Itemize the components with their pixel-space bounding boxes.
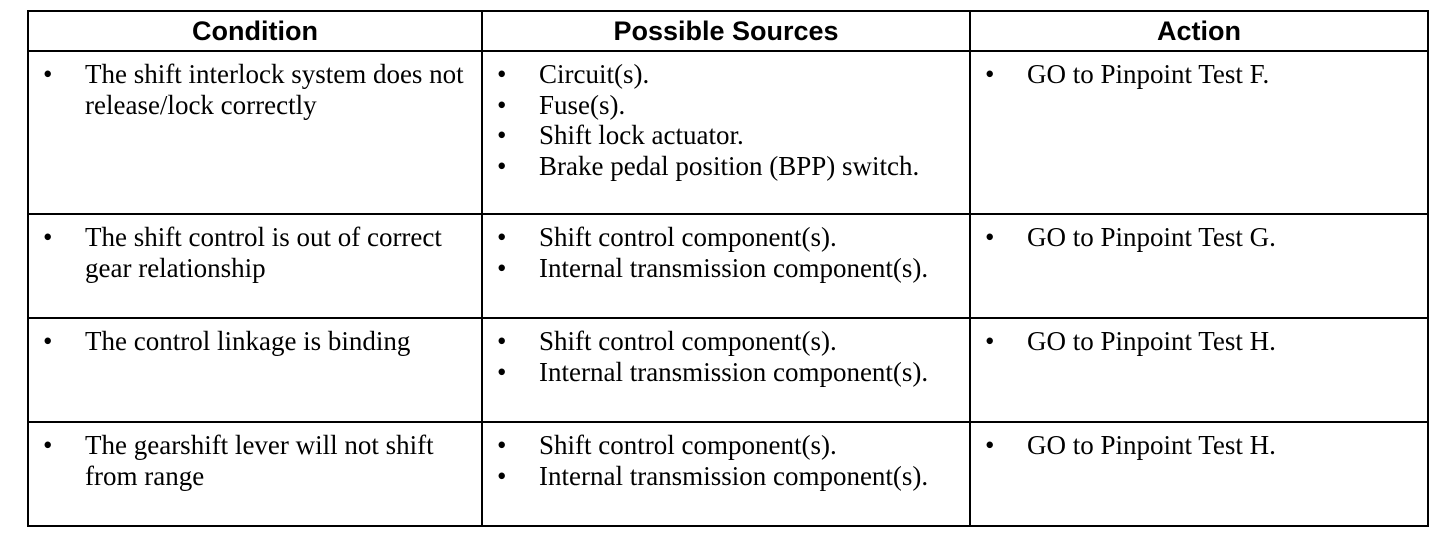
action-cell: • GO to Pinpoint Test F. xyxy=(969,50,1429,215)
list-item: • Brake pedal position (BPP) switch. xyxy=(495,151,963,182)
header-condition: Condition xyxy=(27,10,483,52)
list-item: • GO to Pinpoint Test H. xyxy=(983,430,1421,461)
bullet-icon: • xyxy=(497,356,507,387)
action-text: GO to Pinpoint Test H. xyxy=(1027,430,1276,460)
bullet-icon: • xyxy=(497,222,507,252)
source-text: Circuit(s). xyxy=(539,59,650,89)
list-item: • Shift control component(s). xyxy=(495,222,963,253)
table-row: • The control linkage is binding • Shift c… xyxy=(27,317,1429,423)
list-item: • The shift interlock system does not rel… xyxy=(41,59,475,120)
condition-text: The control linkage is binding xyxy=(85,326,411,356)
list-item: • GO to Pinpoint Test G. xyxy=(983,222,1421,253)
action-cell: • GO to Pinpoint Test H. xyxy=(969,421,1429,527)
action-cell: • GO to Pinpoint Test H. xyxy=(969,317,1429,423)
condition-cell: • The shift control is out of correct gea… xyxy=(27,213,483,319)
header-row: Condition Possible Sources Action xyxy=(27,10,1429,52)
action-text: GO to Pinpoint Test G. xyxy=(1027,222,1276,252)
diagnostic-table: Condition Possible Sources Action • The s… xyxy=(27,10,1429,527)
source-text: Shift lock actuator. xyxy=(539,120,744,150)
list-item: • Shift lock actuator. xyxy=(495,120,963,151)
bullet-icon: • xyxy=(497,430,507,460)
header-possible-sources: Possible Sources xyxy=(481,10,971,52)
sources-cell: • Shift control component(s). • Internal t… xyxy=(481,213,971,319)
list-item: • The gearshift lever will not shift from… xyxy=(41,430,475,491)
bullet-icon: • xyxy=(43,430,53,460)
bullet-icon: • xyxy=(985,59,995,89)
source-text: Internal transmission component(s). xyxy=(539,460,929,491)
source-text: Fuse(s). xyxy=(539,89,626,120)
condition-cell: • The control linkage is binding xyxy=(27,317,483,423)
condition-cell: • The shift interlock system does not rel… xyxy=(27,50,483,215)
bullet-icon: • xyxy=(497,252,507,283)
table-row: • The gearshift lever will not shift from… xyxy=(27,421,1429,527)
list-item: • Internal transmission component(s). xyxy=(495,461,963,492)
table-row: • The shift interlock system does not rel… xyxy=(27,50,1429,215)
condition-cell: • The gearshift lever will not shift from… xyxy=(27,421,483,527)
table-row: • The shift control is out of correct gea… xyxy=(27,213,1429,319)
action-text: GO to Pinpoint Test F. xyxy=(1027,59,1270,89)
condition-text: The shift interlock system does not rele… xyxy=(85,59,464,120)
bullet-icon: • xyxy=(985,222,995,252)
list-item: • Shift control component(s). xyxy=(495,430,963,461)
bullet-icon: • xyxy=(497,120,507,150)
bullet-icon: • xyxy=(497,89,507,120)
bullet-icon: • xyxy=(985,430,995,460)
list-item: • Shift control component(s). xyxy=(495,326,963,357)
source-text: Shift control component(s). xyxy=(539,326,837,356)
source-text: Shift control component(s). xyxy=(539,430,837,460)
source-text: Internal transmission component(s). xyxy=(539,252,929,283)
list-item: • The shift control is out of correct gea… xyxy=(41,222,475,283)
list-item: • The control linkage is binding xyxy=(41,326,475,357)
sources-cell: • Circuit(s). • Fuse(s). • Shift lock actua… xyxy=(481,50,971,215)
bullet-icon: • xyxy=(497,59,507,89)
action-text: GO to Pinpoint Test H. xyxy=(1027,326,1276,356)
bullet-icon: • xyxy=(497,460,507,491)
bullet-icon: • xyxy=(43,222,53,252)
source-text: Brake pedal position (BPP) switch. xyxy=(539,150,920,181)
sources-cell: • Shift control component(s). • Internal t… xyxy=(481,317,971,423)
list-item: • Internal transmission component(s). xyxy=(495,253,963,284)
bullet-icon: • xyxy=(43,326,53,356)
list-item: • Fuse(s). xyxy=(495,90,963,121)
bullet-icon: • xyxy=(497,150,507,181)
list-item: • Circuit(s). xyxy=(495,59,963,90)
list-item: • GO to Pinpoint Test F. xyxy=(983,59,1421,90)
header-action: Action xyxy=(969,10,1429,52)
bullet-icon: • xyxy=(43,59,53,89)
condition-text: The shift control is out of correct gear… xyxy=(85,222,442,283)
list-item: • Internal transmission component(s). xyxy=(495,357,963,388)
condition-text: The gearshift lever will not shift from … xyxy=(85,430,434,491)
bullet-icon: • xyxy=(985,326,995,356)
action-cell: • GO to Pinpoint Test G. xyxy=(969,213,1429,319)
list-item: • GO to Pinpoint Test H. xyxy=(983,326,1421,357)
source-text: Shift control component(s). xyxy=(539,222,837,252)
source-text: Internal transmission component(s). xyxy=(539,356,929,387)
bullet-icon: • xyxy=(497,326,507,356)
sources-cell: • Shift control component(s). • Internal t… xyxy=(481,421,971,527)
